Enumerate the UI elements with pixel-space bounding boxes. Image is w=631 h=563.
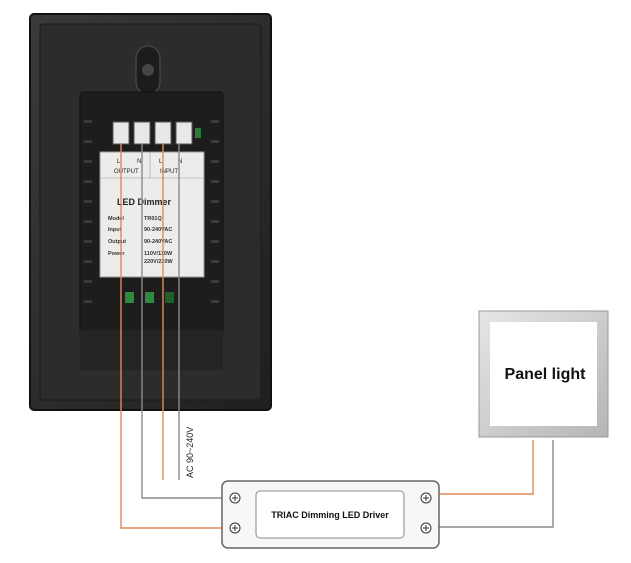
spec-label: L N L N OUTPUT INPUT LED Dimmer Model TR… <box>99 151 205 278</box>
panel-label: Panel light <box>505 366 587 383</box>
output-label: OUTPUT <box>114 169 139 175</box>
led-driver: TRIAC Dimming LED Driver <box>221 480 440 549</box>
spec-val-model: TR01Q <box>144 216 162 222</box>
spec-key-input: Input <box>108 227 122 233</box>
wire-driver-panel-gray <box>437 440 554 528</box>
vent-ridges <box>84 120 219 303</box>
spec-val-output: 90-240VAC <box>144 239 172 245</box>
dimmer-housing: L N L N OUTPUT INPUT LED Dimmer Model TR… <box>29 13 272 411</box>
screw-icon <box>229 492 432 534</box>
spec-val-power: 110V/110W <box>144 251 173 257</box>
dimmer-title: LED Dimmer <box>117 197 172 207</box>
spec-val-power-2: 220V/220W <box>144 259 174 265</box>
indicator-leds <box>125 292 174 303</box>
wire-driver-panel-orange <box>437 440 534 495</box>
driver-label: TRIAC Dimming LED Driver <box>271 510 389 520</box>
mounting-hole-icon <box>135 45 161 95</box>
input-label: INPUT <box>160 169 178 175</box>
spec-val-input: 90-240VAC <box>144 227 172 233</box>
terminal-input-l: L <box>159 159 163 165</box>
wire-output-l <box>120 144 229 529</box>
supply-label: AC 90~240V <box>185 427 195 478</box>
panel-light: Panel light <box>478 310 609 438</box>
terminal-input-n: N <box>178 159 182 165</box>
spec-key-model: Model <box>108 216 124 222</box>
terminal-output-l: L <box>117 159 121 165</box>
spec-key-power: Power <box>108 251 125 257</box>
wire-output-n <box>141 144 229 499</box>
terminal-block <box>112 121 201 145</box>
spec-key-output: Output <box>108 239 126 245</box>
terminal-output-n: N <box>137 159 141 165</box>
wires <box>120 144 554 529</box>
